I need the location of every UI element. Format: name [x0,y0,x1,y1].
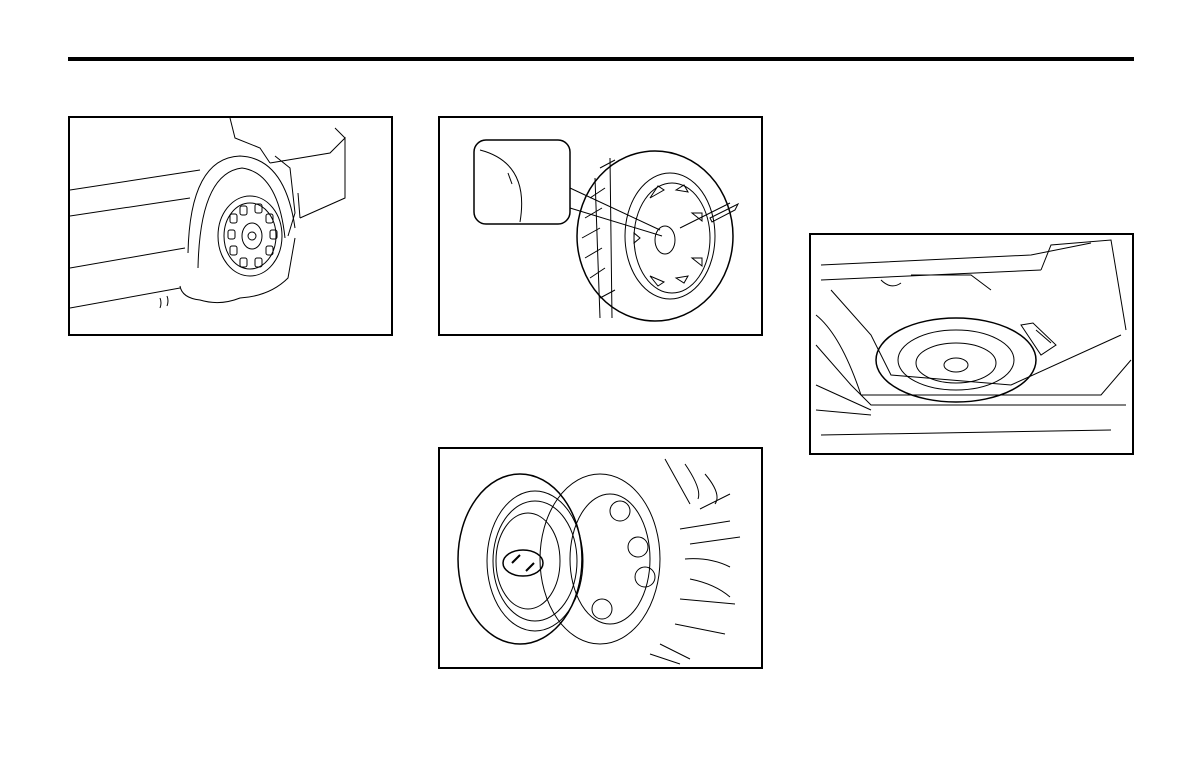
wheel-cover-hub-icon [440,449,761,667]
trunk-spare-tire-icon [811,235,1132,453]
screwdriver-hubcap-icon [440,118,761,334]
flat-tire-icon [70,118,391,334]
flat-tire-figure [68,116,393,336]
wheel-cover-figure [438,447,763,669]
header-rule [68,57,1134,61]
spare-tire-trunk-figure [809,233,1134,455]
hubcap-removal-figure [438,116,763,336]
